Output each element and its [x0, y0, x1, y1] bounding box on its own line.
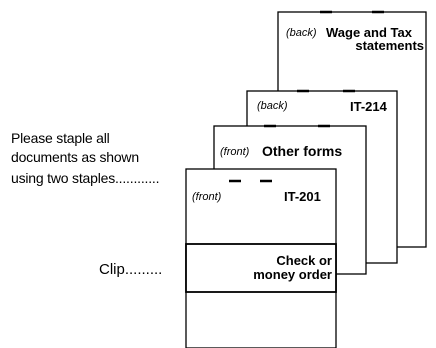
check-line-2: money order	[253, 267, 332, 282]
wage-title-line-2: statements	[355, 38, 424, 53]
instruction-line-3: using two staples............	[11, 170, 160, 186]
other-title: Other forms	[262, 143, 343, 159]
it214-title: IT-214	[350, 99, 387, 114]
other-side-label: (front)	[220, 146, 250, 158]
clip-label: Clip.........	[99, 261, 163, 278]
it214-side-label: (back)	[257, 100, 288, 112]
it201-title: IT-201	[284, 189, 321, 204]
check-money-order	[185, 243, 337, 293]
wage-title-line-1: Wage and Tax	[326, 25, 412, 40]
instruction-line-2: documents as shown	[11, 149, 139, 165]
instruction-line-1: Please staple all	[11, 130, 110, 146]
it201-side-label: (front)	[192, 191, 222, 203]
wage-side-label: (back)	[286, 27, 317, 39]
check-line-1: Check or	[276, 253, 332, 268]
